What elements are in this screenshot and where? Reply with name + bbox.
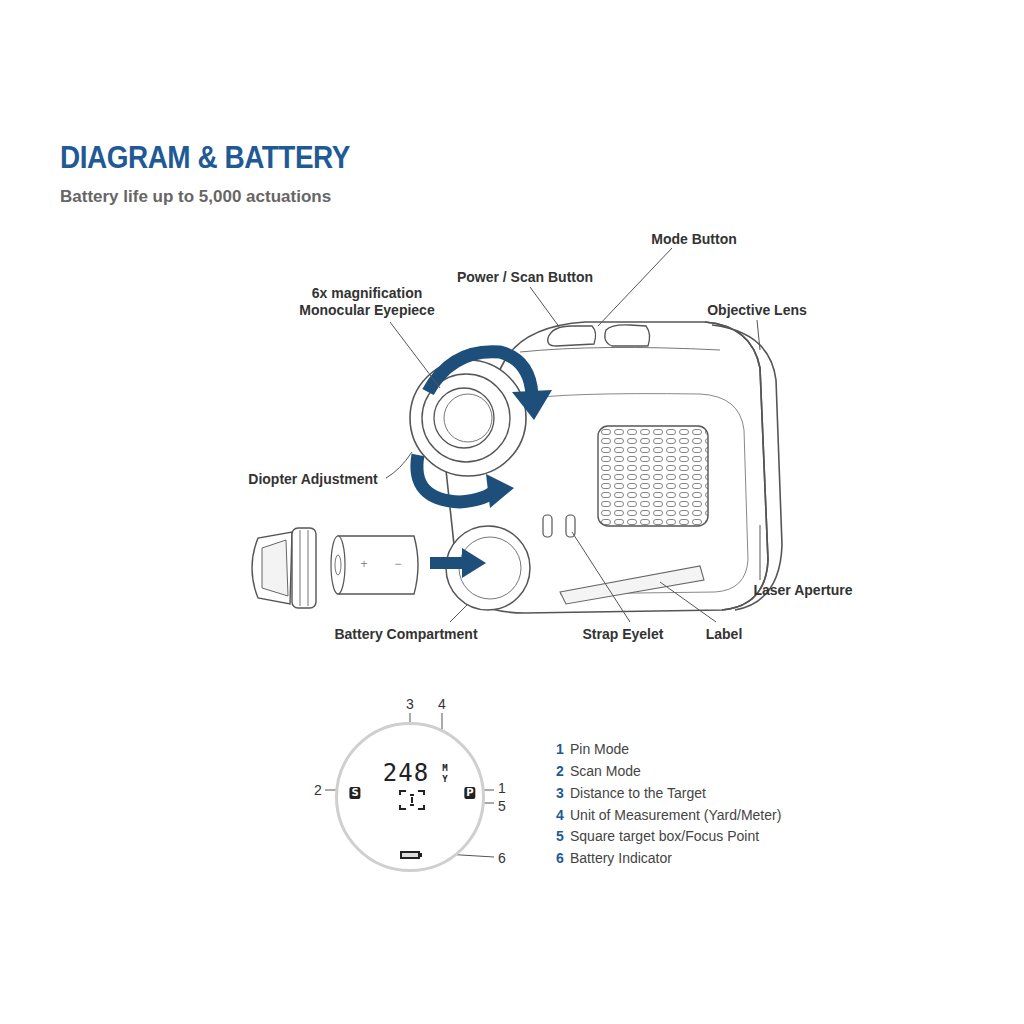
unit-mark: M [442, 763, 447, 773]
insert-arrow-head [462, 548, 486, 578]
rotate-arrow [417, 455, 496, 502]
key-text: Unit of Measurement (Yard/Meter) [570, 807, 781, 823]
subtitle: Battery life up to 5,000 actuations [60, 187, 331, 207]
polarity-mark: − [394, 557, 401, 571]
key-text: Pin Mode [570, 741, 629, 757]
part-label: Power / Scan Button [457, 269, 593, 285]
rotate-arrow [428, 352, 532, 395]
battery-cap [252, 532, 292, 604]
part-label: Battery Compartment [334, 626, 477, 642]
key-text: Scan Mode [570, 763, 641, 779]
part-label: 6x magnification Monocular Eyepiece [292, 285, 442, 319]
rotate-arrow-head [486, 474, 514, 508]
callout-number: 4 [438, 696, 446, 712]
key-number: 5 [556, 828, 564, 844]
callout-number: 6 [498, 850, 506, 866]
part-label: Laser Aperture [753, 582, 852, 598]
mode-badge: S [349, 787, 360, 799]
part-label: Strap Eyelet [583, 626, 664, 642]
insert-arrow [430, 557, 464, 569]
key-text: Distance to the Target [570, 785, 706, 801]
top-ridge [520, 347, 720, 352]
key-number: 3 [556, 785, 564, 801]
key-number: 2 [556, 763, 564, 779]
rotate-arrow-head [512, 390, 552, 420]
callout-number: 3 [406, 696, 414, 712]
battery-cap-top [262, 540, 288, 596]
part-label: Objective Lens [707, 302, 807, 318]
key-text: Square target box/Focus Point [570, 828, 759, 844]
key-number: 4 [556, 807, 564, 823]
leader-lines [325, 248, 760, 857]
unit-mark: Y [442, 774, 447, 784]
part-label: Label [706, 626, 743, 642]
housing-edge [520, 394, 748, 594]
battery-cap-thread [292, 528, 316, 608]
callout-number: 5 [498, 798, 506, 814]
key-number: 6 [556, 850, 564, 866]
mode-button [605, 325, 650, 346]
power-button [548, 326, 596, 346]
callout-number: 2 [314, 782, 322, 798]
page-title: DIAGRAM & BATTERY [60, 140, 350, 176]
eyepiece-lens [434, 388, 494, 448]
viewfinder-circle: 248 MY S P [335, 722, 485, 872]
part-label: Mode Button [651, 231, 737, 247]
battery-port-thread [459, 537, 521, 599]
mode-badge: P [464, 787, 475, 799]
strap-eyelet [543, 515, 552, 537]
grip-grille [598, 426, 708, 526]
part-label: Diopter Adjustment [248, 471, 377, 487]
objective-rim [705, 322, 782, 610]
key-text: Battery Indicator [570, 850, 672, 866]
key-number: 1 [556, 741, 564, 757]
eyepiece-lens [444, 394, 492, 442]
callout-number: 1 [498, 780, 506, 796]
distance-readout: 248 [383, 759, 429, 787]
polarity-mark: + [360, 557, 367, 571]
battery-cell [334, 536, 418, 594]
eyepiece [410, 360, 526, 476]
